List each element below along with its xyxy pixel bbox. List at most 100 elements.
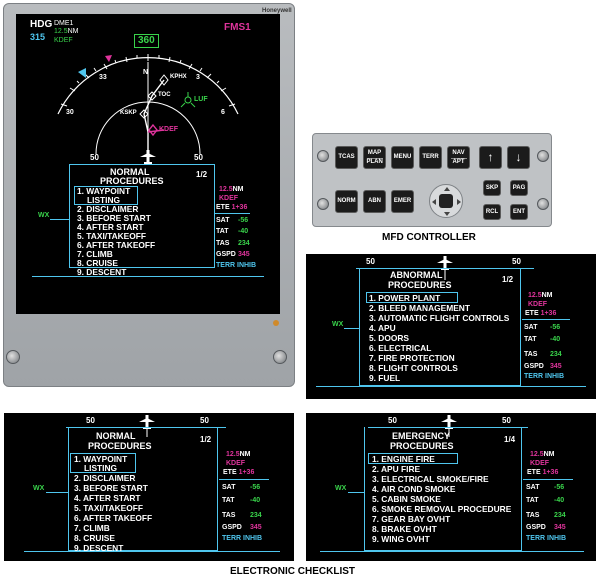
emergency-range-left: 50	[388, 416, 397, 425]
emergency-page-indicator: 1/4	[504, 435, 516, 444]
fms-source-label: FMS1	[224, 22, 251, 33]
normal2-item[interactable]: 7. CLIMB	[74, 523, 110, 533]
normal2-item[interactable]: 3. BEFORE START	[74, 483, 148, 493]
normal2-title-line1: NORMAL	[96, 431, 136, 441]
pag-button[interactable]: PAG	[510, 180, 528, 196]
compass-33: 33	[99, 74, 107, 81]
waypoint-kskp-symbol	[139, 109, 149, 119]
abnormal-range-left: 50	[366, 257, 375, 266]
waypoint-kdef-label: KDEF	[159, 126, 179, 133]
terr-button[interactable]: TERR	[419, 146, 442, 169]
emergency-tat-label: TAT	[526, 497, 539, 504]
normal2-item[interactable]: LISTING	[84, 463, 118, 473]
normal-item[interactable]: 6. AFTER TAKEOFF	[77, 240, 156, 250]
normal2-side-ete: ETE 1+36	[223, 469, 255, 476]
joystick-up-icon	[444, 187, 450, 191]
hdg-value: 315	[30, 32, 46, 42]
emergency-tas-label: TAS	[526, 512, 540, 519]
waypoint-kphx-label: KPHX	[170, 74, 187, 80]
emergency-item[interactable]: 9. WING OVHT	[372, 534, 430, 544]
abnormal-item[interactable]: 6. ELECTRICAL	[369, 343, 432, 353]
normal2-top-line	[66, 427, 226, 428]
skp-button[interactable]: SKP	[483, 180, 501, 196]
normal2-side-divider	[219, 479, 269, 480]
emergency-item[interactable]: 4. AIR COND SMOKE	[372, 484, 456, 494]
abnormal-cursor-box	[366, 292, 458, 303]
side-divider	[215, 213, 250, 214]
emergency-side-ete: ETE 1+36	[527, 469, 559, 476]
waypoint-luf-label: LUF	[194, 96, 208, 103]
dme-label: DME1	[54, 20, 74, 27]
abnormal-item[interactable]: 9. FUEL	[369, 373, 401, 383]
normal-item[interactable]: 1. WAYPOINT	[77, 186, 131, 196]
tcas-button[interactable]: TCAS	[335, 146, 358, 169]
normal-item[interactable]: 4. AFTER START	[77, 222, 144, 232]
normal2-item[interactable]: 1. WAYPOINT	[74, 454, 128, 464]
normal-item[interactable]: LISTING	[87, 195, 121, 205]
side-distance: 12.5NM	[219, 186, 244, 193]
abnormal-item[interactable]: 5. DOORS	[369, 333, 410, 343]
normal2-item[interactable]: 6. AFTER TAKEOFF	[74, 513, 153, 523]
map-bottom-line	[32, 276, 264, 277]
emergency-side-divider	[523, 479, 573, 480]
abnormal-title-line1: ABNORMAL	[390, 270, 443, 280]
normal-item[interactable]: 5. TAXI/TAKEOFF	[77, 231, 147, 241]
abnormal-item[interactable]: 3. AUTOMATIC FLIGHT CONTROLS	[369, 313, 510, 323]
normal-checklist-window	[69, 164, 215, 268]
emergency-item[interactable]: 1. ENGINE FIRE	[372, 454, 435, 464]
scroll-up-button[interactable]: ↑	[479, 146, 502, 169]
joystick-left-icon	[432, 199, 436, 205]
tat-label: TAT	[216, 228, 229, 235]
normal2-page-indicator: 1/2	[200, 435, 212, 444]
normal-item[interactable]: 3. BEFORE START	[77, 213, 151, 223]
compass-3: 3	[196, 74, 200, 81]
photo-sensor	[273, 320, 279, 326]
sat-label: SAT	[216, 217, 230, 224]
cursor-joystick[interactable]	[429, 184, 463, 218]
normal2-item[interactable]: 5. TAXI/TAKEOFF	[74, 503, 144, 513]
emergency-item[interactable]: 5. CABIN SMOKE	[372, 494, 441, 504]
emergency-item[interactable]: 6. SMOKE REMOVAL PROCEDURE	[372, 504, 512, 514]
bearing-pointer-cyan-icon	[78, 68, 86, 78]
emer-button[interactable]: EMER	[391, 190, 414, 213]
normal-item[interactable]: 8. CRUISE	[77, 258, 118, 268]
abnormal-item[interactable]: 1. POWER PLANT	[369, 293, 441, 303]
side-destination: KDEF	[219, 195, 239, 202]
ent-button[interactable]: ENT	[510, 204, 528, 220]
emergency-terr-inhib: TERR INHIB	[526, 535, 567, 542]
range-right-label: 50	[194, 153, 203, 162]
gspd-label: GSPD	[216, 251, 236, 258]
emergency-item[interactable]: 7. GEAR BAY OVHT	[372, 514, 451, 524]
abnormal-side-ete: ETE 1+36	[525, 310, 557, 317]
emergency-item[interactable]: 8. BRAKE OVHT	[372, 524, 437, 534]
normal2-item[interactable]: 2. DISCLAIMER	[74, 473, 136, 483]
abnormal-item[interactable]: 8. FLIGHT CONTROLS	[369, 363, 458, 373]
abnormal-item[interactable]: 2. BLEED MANAGEMENT	[369, 303, 470, 313]
abnormal-side-distance: 12.5NM	[528, 292, 553, 299]
normal2-item[interactable]: 8. CRUISE	[74, 533, 115, 543]
normal-item[interactable]: 9. DESCENT	[77, 267, 127, 277]
menu-button[interactable]: MENU	[391, 146, 414, 169]
normal2-item[interactable]: 4. AFTER START	[74, 493, 141, 503]
normal-item[interactable]: 7. CLIMB	[77, 249, 113, 259]
abnormal-item[interactable]: 7. FIRE PROTECTION	[369, 353, 455, 363]
normal2-tat-value: -40	[250, 497, 261, 504]
abnormal-gspd-label: GSPD	[524, 363, 544, 370]
abnormal-gspd-value: 345	[550, 363, 562, 370]
abnormal-item[interactable]: 4. APU	[369, 323, 396, 333]
abn-button[interactable]: ABN	[363, 190, 386, 213]
normal-item[interactable]: 2. DISCLAIMER	[77, 204, 139, 214]
emergency-sat-label: SAT	[526, 484, 540, 491]
abnormal-page-indicator: 1/2	[502, 275, 514, 284]
scroll-down-button[interactable]: ↓	[507, 146, 530, 169]
emergency-item[interactable]: 2. APU FIRE	[372, 464, 421, 474]
normal2-item[interactable]: 9. DESCENT	[74, 543, 124, 553]
side-ete: ETE 1+36	[216, 204, 248, 211]
emergency-item[interactable]: 3. ELECTRICAL SMOKE/FIRE	[372, 474, 489, 484]
rcl-button[interactable]: RCL	[483, 204, 501, 220]
normal2-title-line2: PROCEDURES	[88, 441, 152, 451]
abnormal-wx-label: WX	[332, 321, 344, 328]
norm-button[interactable]: NORM	[335, 190, 358, 213]
